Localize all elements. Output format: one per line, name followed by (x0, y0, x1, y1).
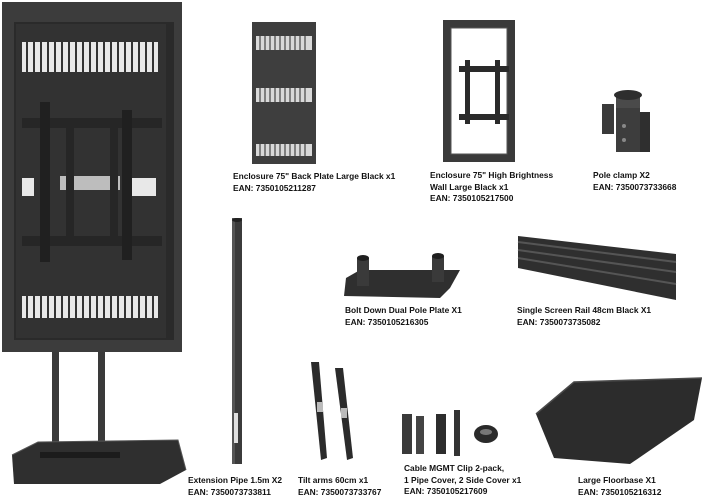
item-label-floorbase: Large Floorbase X1 EAN: 7350105216312 (578, 475, 662, 497)
kiosk-enclosure-image (2, 2, 187, 484)
item-label-bolt-plate: Bolt Down Dual Pole Plate X1 EAN: 735010… (345, 305, 462, 327)
floorbase-image (535, 377, 703, 464)
item-label-cable-clips: Cable MGMT Clip 2-pack, 1 Pipe Cover, 2 … (404, 463, 522, 496)
tilt-arms-image (311, 362, 353, 460)
pole-clamp-image (602, 90, 650, 152)
item-label-back-plate: Enclosure 75" Back Plate Large Black x1 … (233, 171, 396, 193)
item-label-wall-frame: Enclosure 75" High Brightness Wall Large… (430, 170, 554, 203)
extension-pipe-image (232, 218, 242, 464)
cable-clips-image (402, 410, 498, 456)
screen-rail-image (517, 236, 677, 300)
item-label-extension-pipe: Extension Pipe 1.5m X2 EAN: 735007373381… (188, 475, 283, 497)
wall-frame-image (443, 20, 515, 162)
bolt-down-plate-image (344, 253, 460, 298)
item-label-screen-rail: Single Screen Rail 48cm Black X1 EAN: 73… (517, 305, 652, 327)
item-label-tilt-arms: Tilt arms 60cm x1 EAN: 7350073733767 (298, 475, 382, 497)
item-label-pole-clamp: Pole clamp X2 EAN: 7350073733668 (593, 170, 677, 192)
back-plate-image (252, 22, 316, 164)
